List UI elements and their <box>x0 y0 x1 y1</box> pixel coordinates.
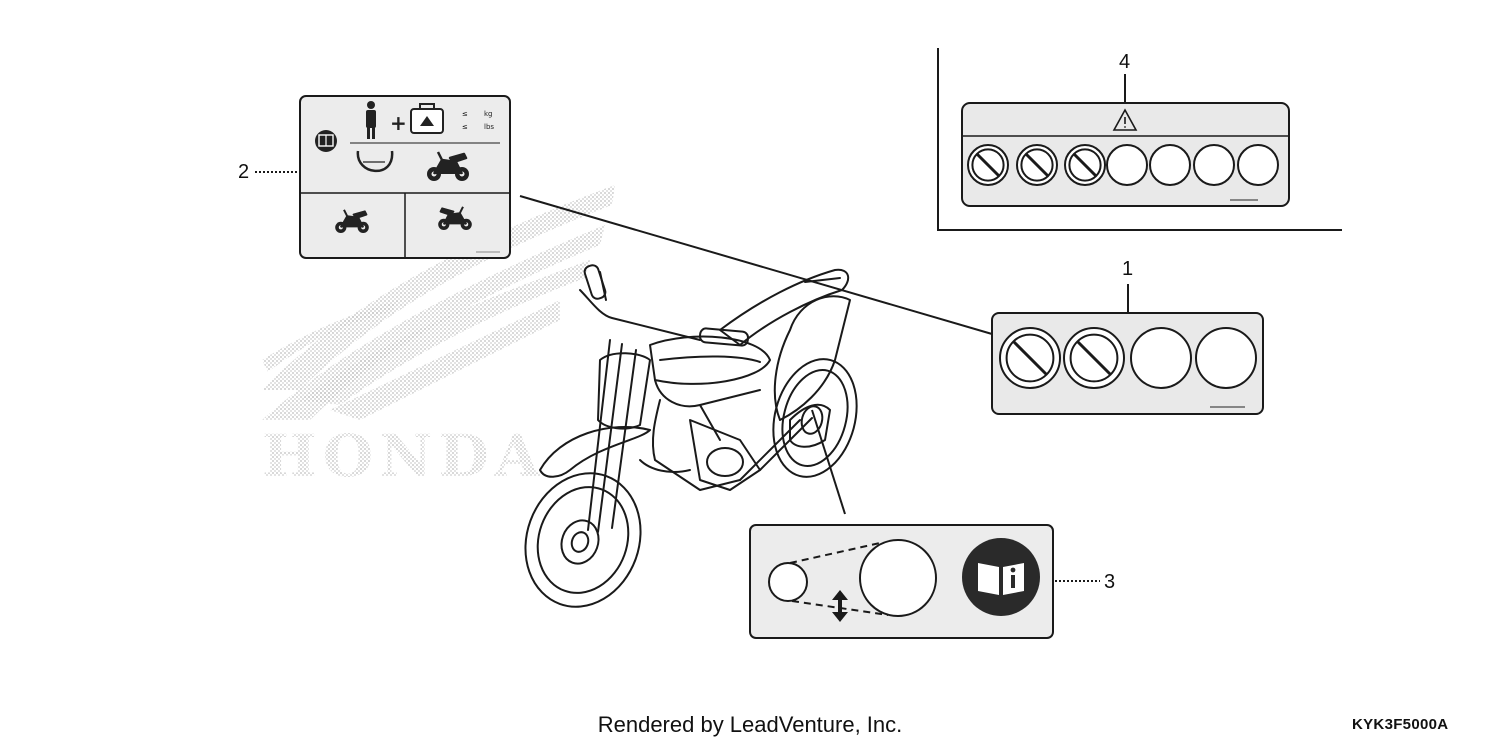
motorcycle-icon <box>438 206 472 230</box>
prohibition-icon <box>1063 327 1125 389</box>
label-4-warning-placard <box>961 102 1290 207</box>
blank-symbol-circle <box>1193 144 1235 186</box>
callout-2: 2 <box>238 161 250 183</box>
leader-line-label-3 <box>811 409 846 515</box>
label-2-load-placard: + ≤ ≤ kg lbs <box>299 95 511 259</box>
side-panel <box>773 295 851 448</box>
svg-text:kg: kg <box>484 110 493 118</box>
number-plate <box>597 352 651 430</box>
frame-and-engine <box>639 379 813 491</box>
rider-icon <box>366 101 376 139</box>
label-2-motorcycle-icons <box>335 151 472 233</box>
label-1-placard <box>991 312 1264 415</box>
luggage-icon <box>410 103 444 134</box>
callout-4: 4 <box>1119 51 1131 73</box>
footer-credit: Rendered by LeadVenture, Inc. <box>597 712 903 737</box>
svg-text:≤: ≤ <box>462 123 468 131</box>
motorcycle-icon <box>427 151 469 181</box>
callout-1: 1 <box>1122 258 1134 280</box>
front-wheel <box>524 472 642 608</box>
svg-text:lbs: lbs <box>484 123 494 131</box>
label-3-chain-placard <box>749 524 1054 639</box>
motorcycle-drawing <box>524 264 858 608</box>
label-4-symbol-row <box>967 144 1279 186</box>
warning-triangle-icon <box>1112 108 1138 131</box>
leader-line-label-1 <box>519 195 993 335</box>
handlebar <box>579 264 750 347</box>
blank-symbol-circle <box>1106 144 1148 186</box>
fuel-tank <box>649 335 771 385</box>
weight-limit-text: ≤ ≤ kg lbs <box>462 110 494 131</box>
blank-symbol-circle <box>1149 144 1191 186</box>
book-info-icon <box>315 130 337 152</box>
honda-brand-watermark: HONDA <box>262 422 546 490</box>
seat <box>719 268 850 346</box>
motorcycle-icon <box>335 209 369 233</box>
book-info-icon <box>962 538 1040 616</box>
inset-frame <box>937 48 1342 231</box>
blank-symbol-circle <box>1195 327 1257 389</box>
part-code: KYK3F5000A <box>1352 716 1449 733</box>
prohibition-icon <box>999 327 1061 389</box>
front-fender <box>539 426 651 478</box>
prohibition-icon <box>1016 144 1058 186</box>
chain-slack-arrow-icon <box>832 590 848 622</box>
blank-symbol-circle <box>1130 327 1192 389</box>
callout-3: 3 <box>1104 571 1116 593</box>
blank-symbol-circle <box>1237 144 1279 186</box>
honda-wing-watermark <box>262 185 615 420</box>
rear-wheel <box>772 358 858 478</box>
label-1-symbol-row <box>999 327 1257 389</box>
leader-lines <box>255 74 1129 582</box>
front-fork <box>587 339 637 533</box>
plus-sign: + <box>390 111 407 135</box>
prohibition-icon <box>1064 144 1106 186</box>
prohibition-icon <box>967 144 1009 186</box>
svg-text:≤: ≤ <box>462 110 468 118</box>
chain-slack-icon <box>356 150 394 173</box>
honda-brand-text: HONDA <box>262 422 546 490</box>
